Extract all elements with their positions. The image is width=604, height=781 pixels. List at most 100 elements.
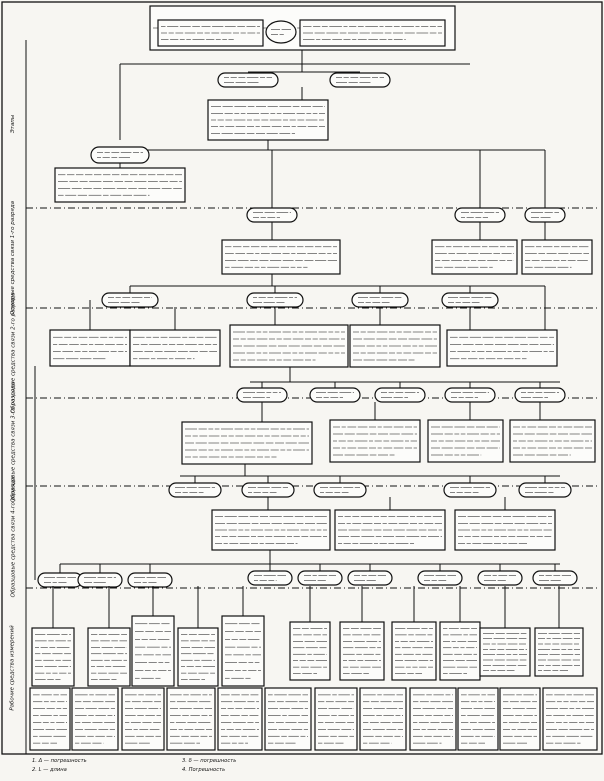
outer-frame xyxy=(1,1,603,755)
rank1-main-box xyxy=(221,239,341,275)
illegible-text-lines xyxy=(316,392,354,398)
rank2-method-oval-4 xyxy=(441,292,499,308)
illegible-text-lines xyxy=(44,577,76,583)
illegible-text-lines xyxy=(108,297,152,303)
footer-note-4: 4. Погрешность xyxy=(182,767,226,773)
illegible-text-lines xyxy=(458,516,552,544)
rank2-method-oval-2 xyxy=(246,292,304,308)
illegible-text-lines xyxy=(450,336,554,360)
instrument-box-upper-6 xyxy=(289,621,331,681)
illegible-text-lines xyxy=(268,694,308,744)
instrument-box-lower-2 xyxy=(71,687,119,751)
illegible-text-lines xyxy=(450,487,490,493)
rank3-method-oval-4 xyxy=(444,387,496,403)
instrument-box-lower-7 xyxy=(314,687,358,751)
working-standard-oval xyxy=(90,146,150,164)
instrument-box-lower-3 xyxy=(121,687,165,751)
illegible-text-lines xyxy=(35,634,71,680)
illegible-text-lines xyxy=(215,516,327,544)
illegible-text-lines xyxy=(161,26,260,40)
rank3-method-oval-5 xyxy=(514,387,566,403)
illegible-text-lines xyxy=(225,623,261,679)
illegible-text-lines xyxy=(170,694,212,744)
illegible-text-lines xyxy=(451,392,489,398)
illegible-text-lines xyxy=(461,694,495,744)
illegible-text-lines xyxy=(97,152,143,158)
illegible-text-lines xyxy=(354,575,386,581)
illegible-text-lines xyxy=(224,77,272,83)
transfer-oval-left xyxy=(217,72,279,88)
instrument-box-lower-5 xyxy=(217,687,263,751)
illegible-text-lines xyxy=(318,694,354,744)
illegible-text-lines xyxy=(435,246,514,268)
primary-standard-method-oval xyxy=(265,20,297,44)
illegible-text-lines xyxy=(75,694,115,744)
footer-note-1: 1. Δ — погрешность xyxy=(32,758,87,764)
illegible-text-lines xyxy=(484,575,516,581)
rank2-box-2 xyxy=(129,329,221,367)
illegible-text-lines xyxy=(538,633,580,671)
row-label-working-instruments: Рабочие средства измерений xyxy=(10,625,16,711)
rank2-box-5 xyxy=(446,329,558,367)
rank4-method-oval-3 xyxy=(313,482,367,498)
rank4-method-oval-4 xyxy=(443,482,497,498)
illegible-text-lines xyxy=(531,212,559,218)
instrument-box-upper-4 xyxy=(177,627,219,687)
rank1-oval-far-right xyxy=(524,207,566,223)
working-method-oval-9 xyxy=(532,570,578,586)
rank4-method-oval-5 xyxy=(518,482,572,498)
illegible-text-lines xyxy=(225,246,337,268)
rank2-method-oval-3 xyxy=(351,292,409,308)
illegible-text-lines xyxy=(483,633,527,671)
instrument-box-upper-5 xyxy=(221,615,265,687)
working-method-oval-3 xyxy=(127,572,173,588)
instrument-box-upper-9 xyxy=(439,621,481,681)
illegible-text-lines xyxy=(443,628,477,674)
illegible-text-lines xyxy=(303,26,442,40)
instrument-box-lower-8 xyxy=(359,687,407,751)
rank1-oval-right xyxy=(454,207,506,223)
illegible-text-lines xyxy=(134,577,166,583)
row-label-rank-4: Образцовые средства связи 4-го разряда xyxy=(10,476,17,598)
working-method-oval-4 xyxy=(247,570,293,586)
illegible-text-lines xyxy=(233,331,345,361)
illegible-text-lines xyxy=(513,426,592,456)
rank2-method-oval-1 xyxy=(101,292,159,308)
illegible-text-lines xyxy=(221,694,259,744)
instrument-box-lower-12 xyxy=(542,687,598,751)
rank1-far-right-box xyxy=(521,239,593,275)
working-method-oval-6 xyxy=(347,570,393,586)
instrument-box-lower-1 xyxy=(29,687,71,751)
illegible-text-lines xyxy=(53,336,127,360)
row-label-rank-3: Образцовые средства связи 3-го разряда xyxy=(10,381,17,503)
illegible-text-lines xyxy=(253,212,291,218)
illegible-text-lines xyxy=(525,487,565,493)
transfer-oval-right xyxy=(329,72,391,88)
illegible-text-lines xyxy=(243,392,281,398)
instrument-box-upper-8 xyxy=(391,621,437,681)
illegible-text-lines xyxy=(358,297,402,303)
illegible-text-lines xyxy=(271,29,291,35)
illegible-text-lines xyxy=(461,212,499,218)
instrument-box-lower-11 xyxy=(499,687,541,751)
illegible-text-lines xyxy=(320,487,360,493)
instrument-box-upper-10 xyxy=(479,627,531,677)
illegible-text-lines xyxy=(181,634,215,680)
illegible-text-lines xyxy=(424,575,456,581)
row-label-stages: Этапы xyxy=(9,114,16,134)
instrument-box-upper-7 xyxy=(339,621,385,681)
instrument-box-upper-11 xyxy=(534,627,584,677)
illegible-text-lines xyxy=(431,426,500,456)
illegible-text-lines xyxy=(133,336,217,360)
illegible-text-lines xyxy=(304,575,336,581)
illegible-text-lines xyxy=(185,428,309,458)
illegible-text-lines xyxy=(253,297,297,303)
illegible-text-lines xyxy=(353,331,437,361)
illegible-text-lines xyxy=(125,694,161,744)
working-method-oval-8 xyxy=(477,570,523,586)
illegible-text-lines xyxy=(211,106,325,134)
illegible-text-lines xyxy=(58,174,182,196)
rank1-right-box xyxy=(431,239,518,275)
illegible-text-lines xyxy=(525,246,589,268)
illegible-text-lines xyxy=(413,694,453,744)
